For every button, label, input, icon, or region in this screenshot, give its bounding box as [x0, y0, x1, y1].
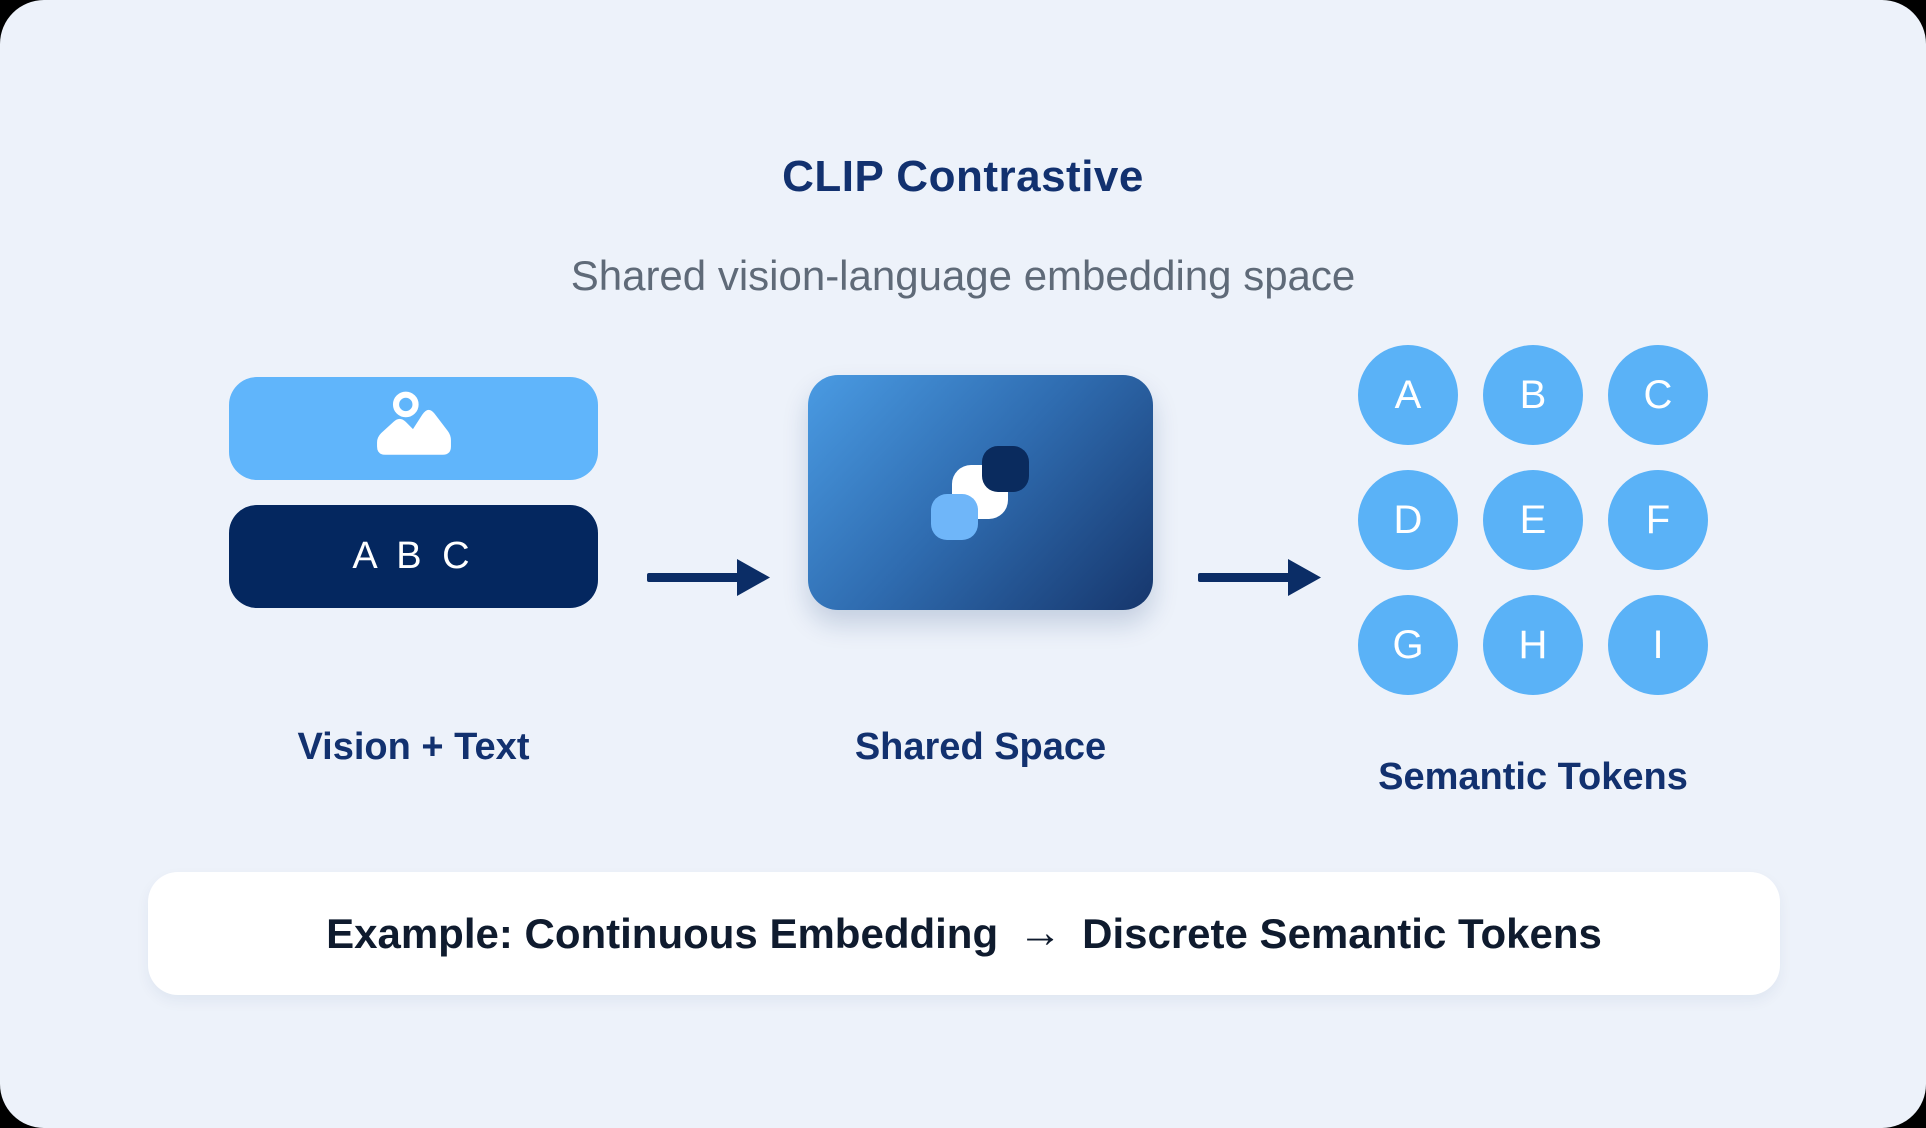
right-arrow-icon: [1198, 559, 1321, 596]
page-title: CLIP Contrastive: [782, 152, 1144, 201]
embedding-square-navy-icon: [982, 446, 1029, 492]
vision-text-caption: Vision + Text: [297, 726, 530, 768]
token-circle: A: [1358, 345, 1458, 445]
token-circle: E: [1483, 470, 1583, 570]
shared-space-block: [808, 375, 1153, 610]
semantic-tokens-caption: Semantic Tokens: [1378, 756, 1688, 798]
example-banner: Example: Continuous Embedding → Discrete…: [148, 872, 1780, 995]
arrow-right-glyph-icon: →: [1018, 907, 1063, 957]
token-circle: F: [1608, 470, 1708, 570]
token-circle: I: [1608, 595, 1708, 695]
right-arrow-icon: [647, 559, 770, 596]
token-circle: G: [1358, 595, 1458, 695]
token-circle: D: [1358, 470, 1458, 570]
token-circle: B: [1483, 345, 1583, 445]
token-circle: H: [1483, 595, 1583, 695]
semantic-token-grid: A B C D E F G H I: [1358, 345, 1708, 695]
shared-space-caption: Shared Space: [854, 726, 1107, 768]
example-text-left: Example: Continuous Embedding: [326, 909, 999, 957]
vision-image-block: [229, 377, 598, 480]
text-sample: A B C: [352, 535, 475, 577]
token-circle: C: [1608, 345, 1708, 445]
embedding-square-blue-icon: [931, 494, 978, 540]
page-subtitle: Shared vision-language embedding space: [570, 252, 1356, 299]
text-block: A B C: [229, 505, 598, 608]
example-text-right: Discrete Semantic Tokens: [1082, 909, 1602, 957]
image-icon: [375, 391, 453, 466]
